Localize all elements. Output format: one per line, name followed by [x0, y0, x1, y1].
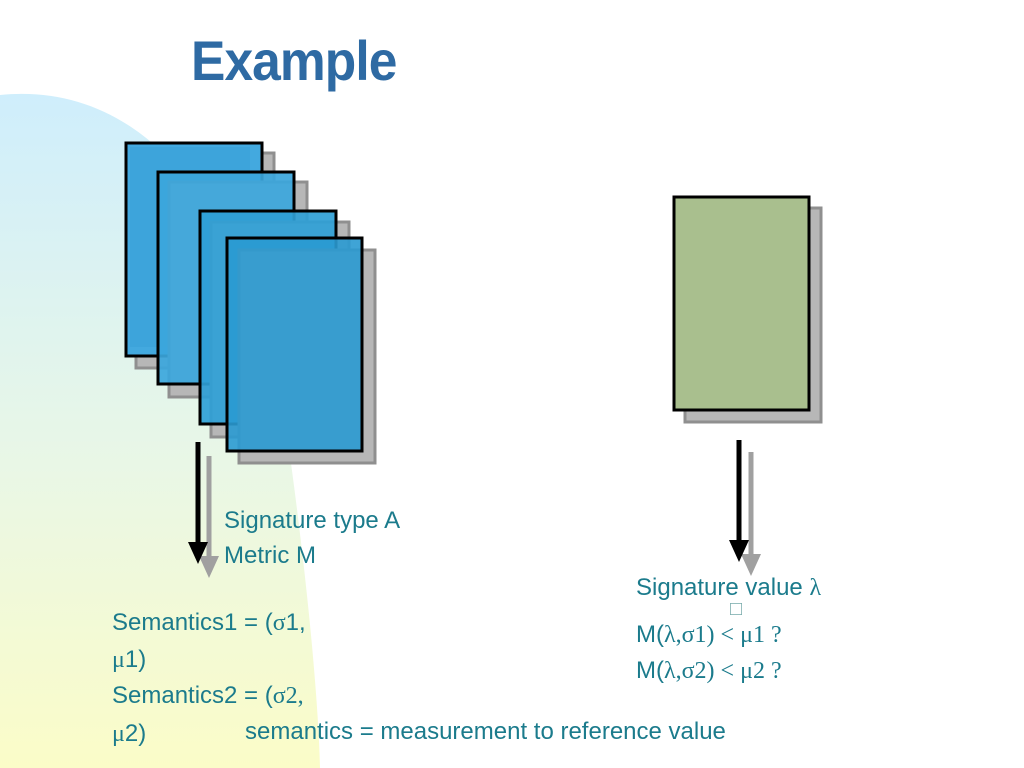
footer-note: semantics = measurement to reference val… — [245, 718, 726, 745]
semantics1-line-2: μ1) — [112, 643, 146, 677]
semantics2-line-1: Semantics2 = (σ2, — [112, 679, 304, 713]
left-arrow-gray — [199, 456, 219, 578]
decorative-blob — [0, 93, 320, 768]
metric-prefix: M( — [636, 621, 664, 648]
semantics2-close: 2) — [124, 720, 147, 747]
lambda-symbol: λ — [809, 575, 822, 601]
semantics1-close: 1) — [124, 646, 147, 673]
metric-condition-1: M(λ,σ1) < μ1 ? — [636, 618, 782, 652]
right-arrow-gray — [741, 452, 761, 576]
right-arrow-black — [729, 440, 749, 562]
slide-title: Example — [191, 29, 397, 92]
left-arrow-black — [188, 442, 208, 564]
metric-label: Metric M — [224, 542, 316, 569]
semantics1-index: 1, — [285, 609, 306, 636]
missing-glyph-box: □ — [730, 598, 743, 620]
metric-expression: λ,σ1) < μ1 ? — [663, 622, 782, 648]
mu-symbol: μ — [112, 721, 125, 747]
page-4 — [225, 236, 377, 465]
metric-condition-2: M(λ,σ2) < μ2 ? — [636, 654, 782, 688]
sigma-symbol: σ — [272, 610, 286, 636]
signature-type-label: Signature type A — [224, 507, 401, 534]
semantics1-text: Semantics1 = ( — [112, 609, 273, 636]
mu-symbol: μ — [112, 647, 125, 673]
metric-prefix: M( — [636, 657, 664, 684]
sigma-symbol: σ — [272, 683, 286, 709]
semantics2-text: Semantics2 = ( — [112, 682, 273, 709]
signature-value-text: Signature value — [636, 574, 810, 601]
semantics1-line-1: Semantics1 = (σ1, — [112, 606, 306, 640]
signature-value-label: Signature value λ — [636, 571, 821, 605]
semantics2-index: 2, — [285, 683, 304, 709]
semantics2-line-2: μ2) — [112, 717, 146, 751]
metric-expression: λ,σ2) < μ2 ? — [663, 658, 782, 684]
